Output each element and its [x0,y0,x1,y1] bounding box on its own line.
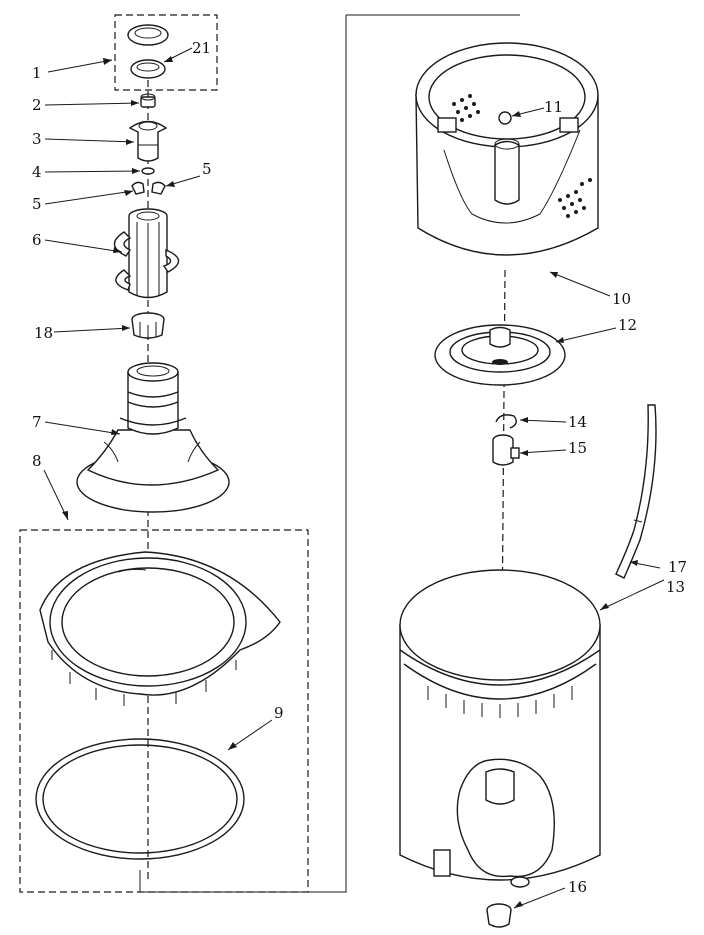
callout-5-left: 5 [32,195,42,213]
cap-part [127,24,169,46]
dog-parts [131,181,166,195]
callout-5-right: 5 [202,160,212,178]
callout-3: 3 [32,130,42,148]
callout-18: 18 [34,324,53,342]
tub-ring-part [39,551,281,706]
callout-1: 1 [32,64,42,82]
callout-8: 8 [32,452,42,470]
callout-6: 6 [32,231,42,249]
washer-part [141,167,155,175]
cam-part [128,120,168,162]
leader-lines [43,47,665,909]
outer-tub-part [399,569,601,888]
callout-10: 10 [612,290,631,308]
callout-2: 2 [32,96,42,114]
tub-cover-hub-part [434,324,566,386]
coupling-part [131,312,165,339]
agitator-base-part [76,362,230,513]
gasket-ring-part [35,738,245,860]
callout-4: 4 [32,163,42,181]
leader-arrowheads [62,56,638,908]
callout-12: 12 [618,316,637,334]
nut-part [140,93,156,108]
seal-ring-part [130,59,166,79]
hose-part [615,404,657,579]
callout-9: 9 [274,704,284,722]
callout-21: 21 [192,39,211,57]
callout-14: 14 [568,413,587,431]
callout-17: 17 [668,558,687,576]
callout-7: 7 [32,413,42,431]
drain-plug-part [486,903,512,928]
spanner-nut-part [492,434,520,466]
callout-16: 16 [568,878,587,896]
callout-15: 15 [568,439,587,457]
callout-11: 11 [544,98,563,116]
wash-basket-part [415,42,599,256]
callout-13: 13 [666,578,685,596]
assembly-frame-line [139,15,347,893]
agitator-auger-part [113,208,180,299]
kit-box-1 [114,14,218,91]
retaining-ring-part [495,414,517,429]
